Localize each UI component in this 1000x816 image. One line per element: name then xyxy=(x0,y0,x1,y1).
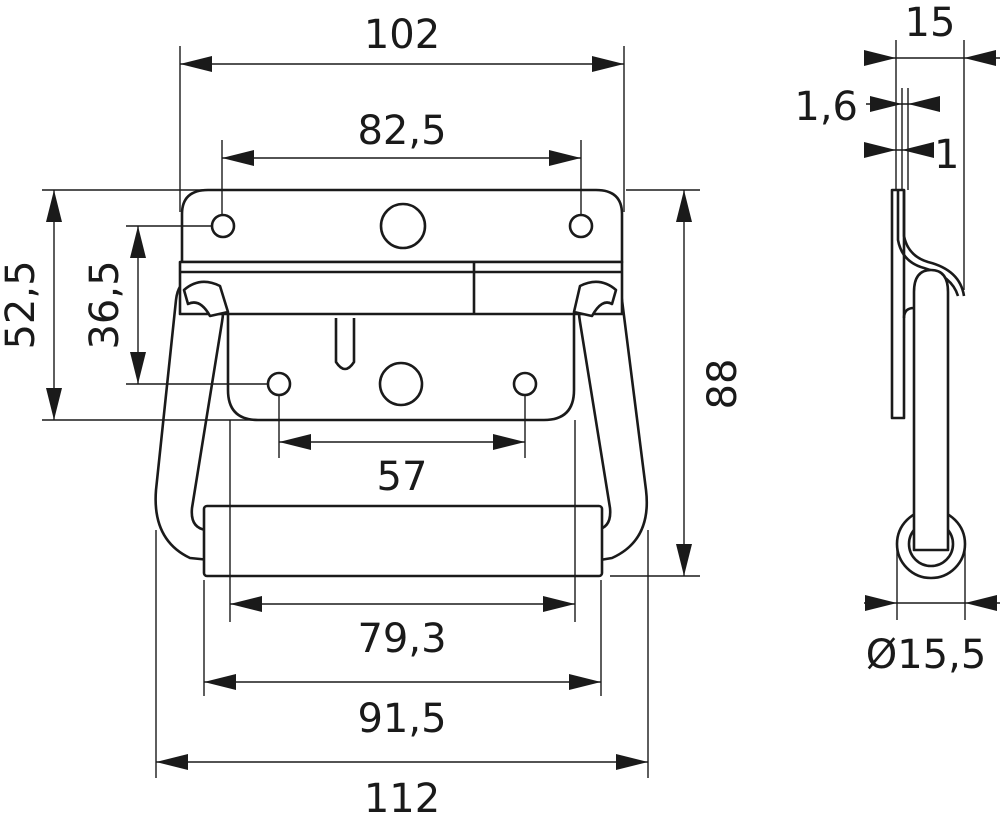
dim-label-1: 1 xyxy=(934,132,959,178)
dim-label-79-3: 79,3 xyxy=(357,616,446,662)
side-handle-rod xyxy=(912,268,950,552)
top-hole-center xyxy=(379,202,427,250)
arrow-head xyxy=(46,388,62,420)
arrow-head xyxy=(549,150,581,166)
front-dimensions: 102 82,5 52,5 36,5 57 79, xyxy=(0,12,746,816)
lower-hole-right xyxy=(512,371,538,397)
arrow-head xyxy=(870,96,902,112)
arrow-head xyxy=(592,56,624,72)
arrow-head xyxy=(180,56,212,72)
side-dimensions: 15 1,6 1 Ø15,5 xyxy=(794,0,1000,678)
arrow-head xyxy=(493,434,525,450)
arrow-head xyxy=(156,754,188,770)
side-hinge-bend xyxy=(896,190,960,297)
top-hole-right xyxy=(568,213,594,239)
arrow-head xyxy=(543,596,575,612)
arrow-head xyxy=(676,190,692,222)
arrow-head xyxy=(279,434,311,450)
lower-hole-center xyxy=(378,361,424,407)
arrow-head xyxy=(864,50,896,66)
grip-bar xyxy=(202,504,604,578)
dim-label-82-5: 82,5 xyxy=(357,108,446,154)
arrow-head xyxy=(222,150,254,166)
side-view xyxy=(890,188,967,580)
hinge-band xyxy=(178,260,624,316)
lower-plate-slot xyxy=(334,318,356,371)
dim-label-36-5: 36,5 xyxy=(82,260,128,349)
arrow-head xyxy=(204,674,236,690)
dim-label-91-5: 91,5 xyxy=(357,696,446,742)
dim-label-102: 102 xyxy=(364,12,440,58)
dim-label-88: 88 xyxy=(700,359,746,410)
handle-end-right xyxy=(572,280,618,318)
arrow-head xyxy=(616,754,648,770)
lower-hole-left xyxy=(266,371,292,397)
front-view xyxy=(154,188,649,578)
arrow-head xyxy=(46,190,62,222)
top-hole-left xyxy=(210,213,236,239)
dim-label-1-6: 1,6 xyxy=(794,84,858,130)
arrow-head xyxy=(902,142,934,158)
handle-end-left xyxy=(182,280,230,318)
side-hinge-bend-inner xyxy=(902,190,966,297)
dim-label-57: 57 xyxy=(377,454,428,500)
arrow-head xyxy=(130,226,146,258)
arrow-head xyxy=(964,50,996,66)
arrow-head xyxy=(865,595,897,611)
arrow-head xyxy=(864,142,896,158)
arrow-head xyxy=(676,544,692,576)
arrow-head xyxy=(965,595,997,611)
arrow-head xyxy=(130,352,146,384)
dim-label-52-5: 52,5 xyxy=(0,260,44,349)
side-handle-rod-inner xyxy=(902,306,915,319)
dim-label-112: 112 xyxy=(364,776,440,816)
dim-label-15: 15 xyxy=(905,0,956,46)
arrow-head xyxy=(908,96,940,112)
dim-label-dia-15-5: Ø15,5 xyxy=(866,632,987,678)
arrow-head xyxy=(230,596,262,612)
arrow-head xyxy=(569,674,601,690)
